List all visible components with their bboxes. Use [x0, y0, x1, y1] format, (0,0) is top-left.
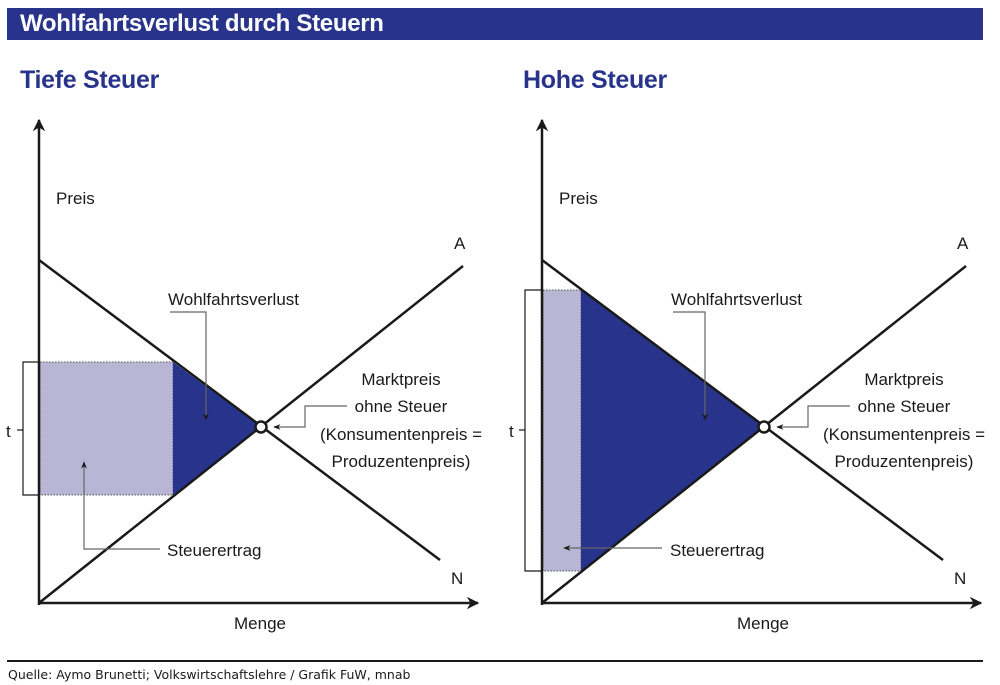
equilibrium-pointer: [776, 405, 850, 430]
tax-label: t: [6, 422, 11, 441]
supply-label: A: [454, 234, 466, 253]
x-axis-label: Menge: [737, 614, 789, 633]
supply-curve: [541, 265, 967, 604]
x-axis-label: Menge: [234, 614, 286, 633]
y-axis-label: Preis: [56, 189, 95, 208]
panel-title-low-tax: Tiefe Steuer: [20, 66, 160, 94]
panel-high-tax: t Preis Menge A N Wohlfahrtsverlust Steu…: [509, 118, 985, 633]
demand-label: N: [954, 569, 966, 588]
equilibrium-label-line1: Marktpreis: [361, 370, 440, 389]
demand-curve: [541, 258, 944, 562]
demand-curve: [38, 258, 441, 562]
title-bar: Wohlfahrtsverlust durch Steuern: [7, 8, 983, 40]
equilibrium-label-line4: Produzentenpreis): [332, 452, 471, 471]
tax-revenue-area: [39, 361, 174, 496]
equilibrium-label-line2: ohne Steuer: [355, 397, 448, 416]
welfare-loss-pointer: [170, 311, 209, 421]
welfare-loss-label: Wohlfahrtsverlust: [671, 290, 802, 309]
tax-revenue-area: [542, 289, 582, 572]
welfare-loss-area: [173, 362, 261, 495]
welfare-loss-label: Wohlfahrtsverlust: [168, 290, 299, 309]
equilibrium-label-line3: (Konsumentenpreis =: [823, 425, 985, 444]
supply-label: A: [957, 234, 969, 253]
equilibrium-label-line1: Marktpreis: [864, 370, 943, 389]
panel-low-tax: t Preis Menge A N Wohlfahrtsverlust Steu…: [6, 118, 482, 633]
tax-bracket: [22, 361, 39, 496]
welfare-loss-pointer: [673, 311, 708, 421]
demand-label: N: [451, 569, 463, 588]
equilibrium-point: [757, 420, 771, 434]
source-note: Quelle: Aymo Brunetti; Volkswirtschaftsl…: [8, 667, 411, 682]
page-title: Wohlfahrtsverlust durch Steuern: [20, 10, 384, 37]
equilibrium-point: [254, 420, 268, 434]
tax-revenue-label: Steuerertrag: [670, 541, 765, 560]
supply-curve: [38, 265, 464, 604]
panel-title-high-tax: Hohe Steuer: [523, 66, 667, 94]
equilibrium-label-line4: Produzentenpreis): [835, 452, 974, 471]
footer-divider: [7, 660, 983, 662]
tax-revenue-label: Steuerertrag: [167, 541, 262, 560]
equilibrium-label-line2: ohne Steuer: [858, 397, 951, 416]
welfare-loss-area: [581, 290, 764, 571]
equilibrium-pointer: [273, 405, 347, 430]
tax-revenue-pointer: [81, 461, 160, 550]
tax-label: t: [509, 422, 514, 441]
tax-bracket: [524, 289, 542, 572]
y-axis-label: Preis: [559, 189, 598, 208]
equilibrium-label-line3: (Konsumentenpreis =: [320, 425, 482, 444]
